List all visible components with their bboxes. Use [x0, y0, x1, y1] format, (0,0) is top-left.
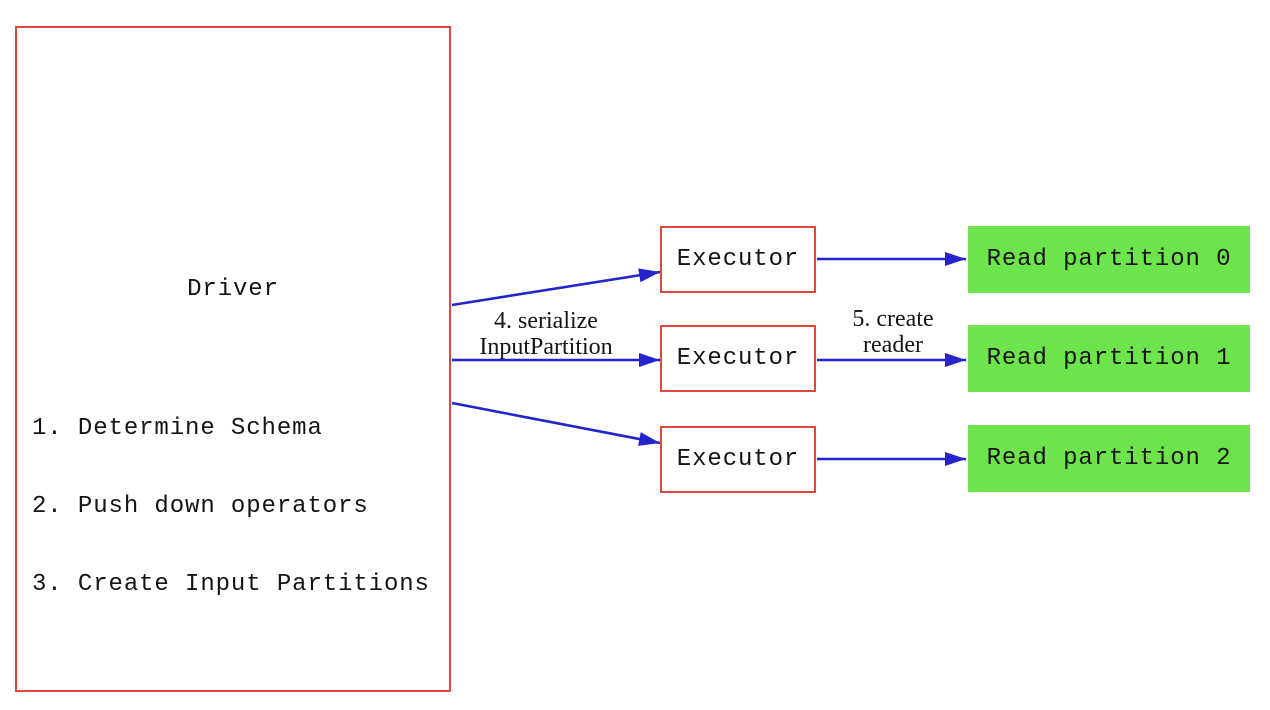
- executor-label-3: Executor: [676, 446, 800, 473]
- arrow-driver-to-executor-3: [451, 401, 661, 446]
- driver-title: Driver: [187, 276, 279, 303]
- executor-box-3: Executor: [660, 426, 816, 493]
- driver-step-list: 1. Determine Schema 2. Push down operato…: [32, 364, 430, 650]
- arrow-driver-to-executor-1: [451, 268, 661, 307]
- read-partition-box-1: Read partition 1: [968, 325, 1250, 392]
- executor-box-2: Executor: [660, 325, 816, 392]
- read-partition-box-2: Read partition 2: [968, 425, 1250, 492]
- executor-label-1: Executor: [676, 246, 800, 273]
- executor-box-1: Executor: [660, 226, 816, 293]
- driver-box: [15, 26, 451, 692]
- driver-step-3: 3. Create Input Partitions: [32, 571, 430, 598]
- read-partition-box-0: Read partition 0: [968, 226, 1250, 293]
- create-reader-label: 5. create reader: [852, 306, 934, 358]
- serialize-inputpartition-label: 4. serialize InputPartition: [479, 308, 613, 360]
- executor-label-2: Executor: [676, 345, 800, 372]
- read-partition-label-2: Read partition 2: [986, 445, 1232, 472]
- read-partition-label-1: Read partition 1: [986, 345, 1232, 372]
- driver-step-1: 1. Determine Schema: [32, 415, 323, 442]
- driver-step-2: 2. Push down operators: [32, 493, 369, 520]
- read-partition-label-0: Read partition 0: [986, 246, 1232, 273]
